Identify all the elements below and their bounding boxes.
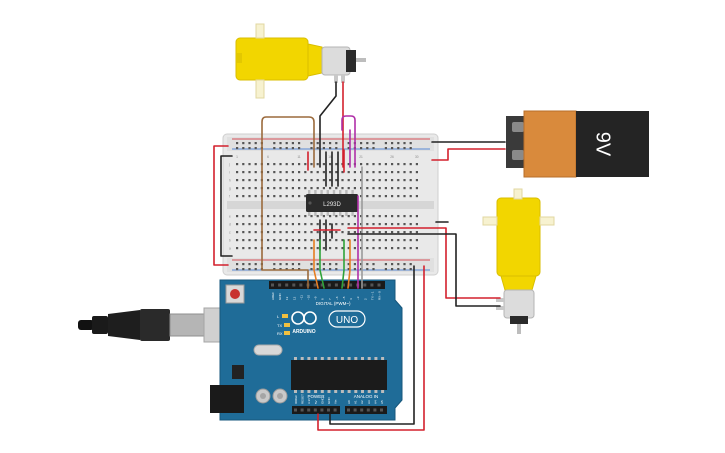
power-header-label: POWER [307,394,325,399]
arduino-pin-label: A0 [347,400,351,404]
analog-header [345,406,387,414]
chip-label: L293D [323,202,341,208]
wire-motor-top-black [319,81,337,168]
arduino-pin-label: GND [278,293,282,301]
arduino-pin-label: ~9 [314,296,318,300]
arduino-pin-label: RX←0 [378,291,382,300]
led-rx-label: RX [277,331,283,336]
wire-brown [261,116,315,289]
battery-orange-band [523,110,577,178]
breadboard-row-letter: e [229,215,231,219]
arduino-pin-label: 12 [292,296,296,300]
breadboard-column-number: 16 [328,155,332,159]
arduino-pin-label: TX→1 [370,291,374,300]
led-l-label: L [277,314,280,319]
wire-magenta-loop [341,115,356,168]
wires [213,81,506,431]
power-jack [210,385,244,413]
arduino-pin-label: AREF [271,292,275,300]
breadboard-column-number: 11 [297,155,301,159]
motor-top [235,23,366,99]
wire-rail-red-left [213,145,229,266]
breadboard-column-number: 1 [236,155,238,159]
arduino-pin-label: 4 [349,298,353,300]
breadboard-column-number: 21 [359,155,363,159]
battery-9v: 9V [506,110,649,178]
atmega-chip [291,360,387,390]
breadboard-column-number: 6 [267,155,269,159]
motor-top-can [321,46,351,76]
wire-gnd-black [329,265,415,425]
motor-top-gearbox [235,37,309,81]
arduino-pin-label: 13 [285,296,289,300]
motor-right [482,188,555,334]
arduino-pin-label: ~6 [335,296,339,300]
breadboard-row-letter: j [228,163,230,167]
digital-header [269,281,385,289]
chip-body [306,194,358,212]
arduino-pin-label: Vin [334,399,338,404]
arduino-pin-label: GND [327,397,331,405]
breadboard-holes [236,142,418,271]
battery-body [576,111,649,177]
wire-5v-red [317,265,425,431]
breadboard-row-letter: g [229,187,231,191]
motor-right-can [503,289,535,319]
wire-motor-right-red [347,227,501,299]
arduino-pin-label: A2 [360,400,364,404]
arduino-logo: ARDUINO [291,311,317,335]
reset-button [230,289,240,299]
wire-orange [313,239,319,289]
arduino-pin-label: A5 [380,400,384,404]
breadboard-row-letter: c [229,231,231,235]
breadboard-row-letter: h [229,179,231,183]
wire-orange-right [347,239,351,289]
breadboard-column-number: 26 [390,155,394,159]
breadboard-row-letter: d [229,223,231,227]
arduino-pin-label: RESET [301,394,305,404]
breadboard-row-letter: b [229,239,231,243]
uno-badge [328,310,366,328]
wire-rail-black-left [220,155,233,257]
arduino-pin-label: 2 [363,298,367,300]
arduino-pin-label: GND [320,397,324,405]
arduino-pin-label: IOREF [294,395,298,404]
led-tx-label: TX [277,323,282,328]
arduino-pin-label: 3.3V [307,398,311,404]
breadboard-row-letter: f [229,195,230,199]
arduino-logo-text: ARDUINO [292,329,315,335]
wire-green-right [341,239,345,289]
l293d-chip: L293D [306,190,358,216]
analog-header-label: ANALOG IN [354,394,379,399]
motor-right-gearbox [496,197,541,277]
arduino-pin-label: ~3 [356,296,360,300]
usb-cable [78,307,245,343]
arduino-pin-label: ~11 [299,295,303,300]
arduino-pin-label: ~5 [342,296,346,300]
arduino-pin-label: ~10 [307,295,311,300]
breadboard-column-number: 30 [415,155,419,159]
wire-battery-red [431,148,506,161]
arduino-pin-label: A1 [354,400,358,404]
arduino-pin-label: 7 [328,298,332,300]
digital-header-label: DIGITAL (PWM~) [316,301,351,306]
arduino-pin-label: A3 [367,400,371,404]
uno-badge-text: UNO [336,315,358,326]
wire-motor-right-black [347,233,501,307]
arduino-pin-label: 8 [321,298,325,300]
arduino-pin-label: A4 [373,400,377,404]
breadboard-row-letter: a [229,247,231,251]
breadboard-row-letter: i [229,171,230,175]
wire-green-left [319,239,325,289]
arduino-pin-label: 5V [314,400,318,404]
battery-label: 9V [592,132,614,157]
